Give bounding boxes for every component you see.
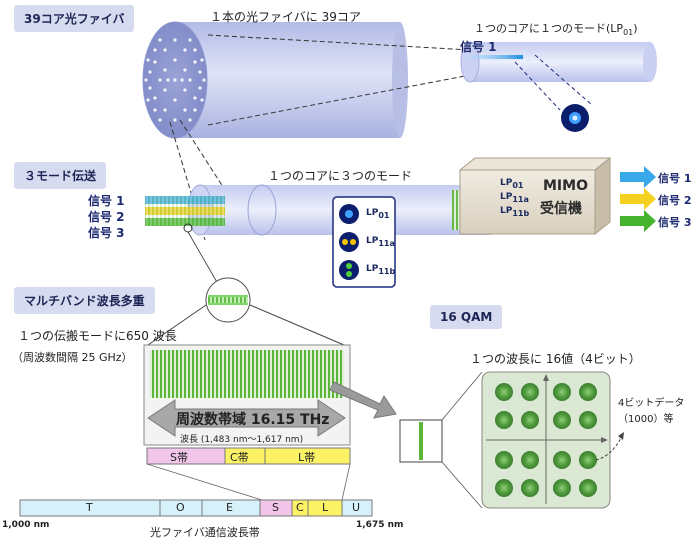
axis-band-s: S: [272, 501, 279, 514]
output-arrows: [620, 166, 656, 232]
wdm-spectrum-panel: [143, 344, 351, 446]
wdm-line2: （周波数間隔 25 GHz）: [12, 351, 133, 364]
section-tag-3mode: ３モード伝送: [14, 162, 107, 189]
mode3-title: １つのコアに３つのモード: [268, 169, 413, 183]
wdm-line1: １つの伝搬モードに650 波長: [18, 329, 177, 343]
single-mode-fiber: [460, 41, 657, 132]
section-tag-16qam: 16 QAM: [430, 305, 503, 329]
output-signal-2: 信号 2: [658, 194, 692, 207]
mimo-title-line2: 受信機: [540, 201, 582, 217]
single-mode-signal: 信号 1: [460, 40, 497, 54]
band-label-l: L帯: [298, 451, 316, 464]
qam-data-label-2: （1000）等: [618, 414, 674, 425]
section-tag-wdm: マルチバンド波長多重: [14, 287, 155, 314]
magnifier-lens: [147, 223, 345, 346]
mode-label-lp11a: LP11a: [366, 236, 395, 248]
mimo-mode-lp11a: LP11a: [500, 192, 529, 204]
qam-data-label-1: 4ビットデータ: [618, 398, 685, 409]
wdm-bandwidth: 周波数帯域 16.15 THz: [176, 412, 330, 428]
axis-band-o: O: [176, 501, 185, 514]
output-signal-1: 信号 1: [658, 172, 692, 185]
input-signal-3: 信号 3: [88, 226, 125, 240]
input-signal-2: 信号 2: [88, 210, 125, 224]
output-signal-3: 信号 3: [658, 216, 692, 229]
band-axis: [19, 499, 373, 517]
axis-band-l: L: [322, 501, 329, 514]
mimo-mode-lp11b: LP11b: [500, 206, 530, 218]
core-dots: [144, 38, 206, 122]
mimo-mode-lp01: LP01: [500, 178, 524, 190]
wdm-wavelength-range: 波長 (1,483 nm～1,617 nm): [180, 435, 304, 445]
axis-band-t: T: [86, 501, 93, 514]
axis-title: 光ファイバ通信波長帯: [150, 526, 260, 539]
axis-band-e: E: [226, 501, 233, 514]
fiber39-title: １本の光ファイバに 39コア: [210, 10, 361, 24]
used-bands-row: [146, 447, 351, 501]
band-label-s: S帯: [170, 451, 188, 464]
fiber-39core-cylinder: [142, 21, 408, 139]
projection-lines-top: [169, 34, 471, 241]
input-signal-1: 信号 1: [88, 194, 125, 208]
single-mode-title: １つのコアに１つのモード(LP01): [474, 22, 638, 38]
axis-band-c: C: [296, 501, 304, 514]
axis-min-label: 1,000 nm: [2, 520, 50, 530]
band-label-c: C帯: [230, 451, 249, 464]
section-tag-39core: 39コア光ファイバ: [14, 5, 135, 32]
fiber-3mode-tube: [145, 184, 498, 236]
mode-label-lp01: LP01: [366, 208, 390, 220]
axis-band-u: U: [352, 501, 361, 514]
qam-title: １つの波長に 16値（4ビット）: [470, 352, 641, 366]
arrow-to-qam: [329, 381, 397, 419]
mode-panel: [332, 196, 396, 288]
mimo-receiver-box: [458, 156, 612, 236]
mode-label-lp11b: LP11b: [366, 264, 396, 276]
axis-max-label: 1,675 nm: [356, 520, 404, 530]
mimo-title-line1: MIMO: [543, 178, 588, 194]
single-wavelength-box: [399, 371, 483, 509]
qam-constellation: [481, 371, 624, 509]
